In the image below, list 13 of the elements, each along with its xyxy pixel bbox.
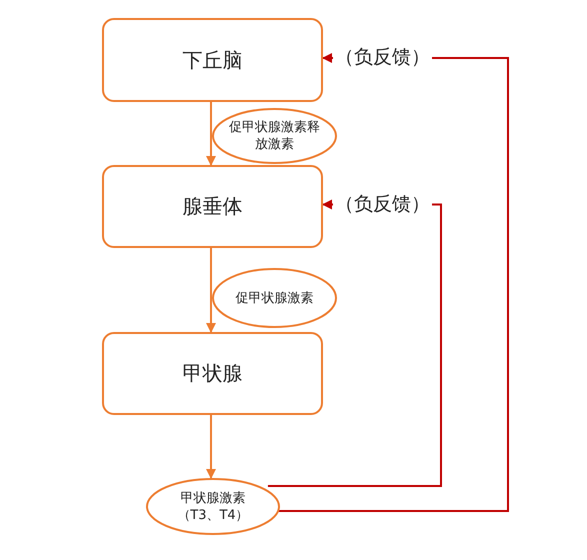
process-box: 腺垂体	[102, 165, 323, 248]
hormone-ellipse	[212, 268, 337, 328]
process-box: 下丘脑	[102, 18, 323, 102]
hormone-ellipse	[146, 478, 280, 535]
arrow	[206, 415, 216, 479]
arrow	[278, 53, 509, 512]
node-text: 促甲状腺激素释放激素	[228, 119, 321, 153]
process-box: 甲状腺	[102, 332, 323, 415]
arrow	[206, 102, 216, 166]
hormone-ellipse	[212, 108, 337, 164]
node-text: 促甲状腺激素	[234, 290, 314, 306]
arrow	[206, 248, 216, 333]
node-text: 甲状腺激素（T3、T4）	[176, 490, 250, 524]
